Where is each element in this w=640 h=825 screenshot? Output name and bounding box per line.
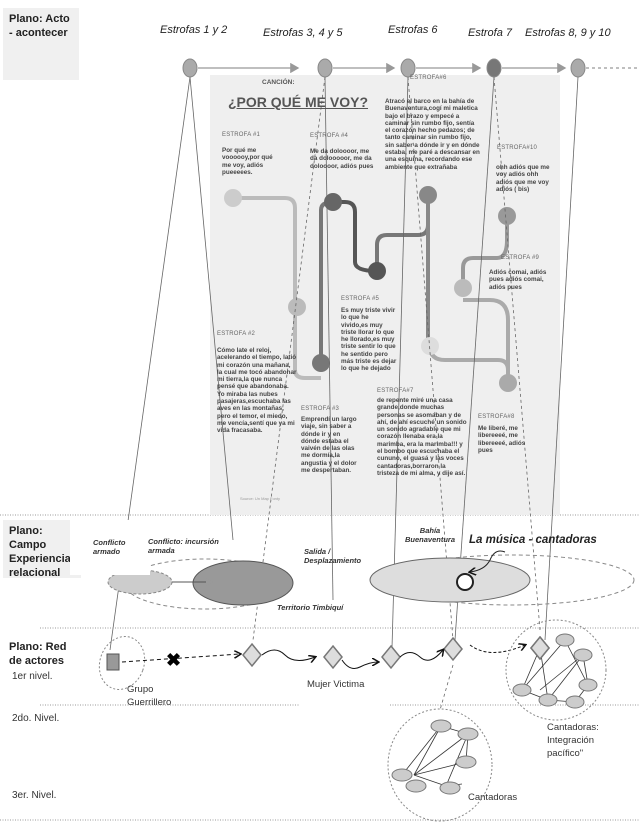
cantadoras-integracion-label: Cantadoras: Integración pacífico" — [547, 722, 599, 759]
song-label: CANCIÓN: — [262, 79, 295, 86]
stanza-text: Atracó el barco en la bahía de Buenavent… — [385, 98, 480, 171]
level-2-label: 2do. Nivel. — [12, 713, 60, 724]
stanza-text: ohh adiós que me voy adiós ohh adiós que… — [496, 164, 550, 193]
salida-label: Salida / Desplazamiento — [304, 547, 362, 565]
stage-label: Estrofas 1 y 2 — [160, 24, 228, 36]
plane-campo-label: Plano: Campo Experiencia relacional — [3, 520, 81, 578]
stage-label: Estrofas 6 — [388, 24, 438, 36]
stanza-label: ESTROFA#10 — [497, 145, 538, 151]
plane-separators — [0, 514, 640, 821]
stanza-text: Cómo late el reloj, acelerando el tiempo… — [217, 347, 297, 435]
stanza-label: ESTROFA #5 — [341, 296, 380, 302]
stanza-label: ESTROFA#6 — [410, 75, 447, 81]
grupo-guerrillero-label: Grupo Guerrillero — [127, 684, 172, 708]
stanza-text: de repente miré una casa grande,donde mu… — [377, 397, 467, 477]
stanza-label: ESTROFA#7 — [377, 388, 414, 394]
stage-label: Estrofas 8, 9 y 10 — [525, 27, 611, 39]
stanza-text: Adiós comai, adiós pues adiós comai, adi… — [489, 269, 547, 291]
stanza-text: Por qué me voooooy,por qué me voy, adiós… — [222, 147, 273, 176]
level-3-label: 3er. Nivel. — [12, 790, 57, 801]
stage-label: Estrofas 3, 4 y 5 — [263, 27, 343, 39]
stanza-text: Es muy triste vivir lo que he vivido,es … — [341, 307, 397, 373]
stanza-label: ESTROFA #2 — [217, 331, 256, 337]
stanza-label: ESTROFA #4 — [310, 133, 349, 139]
actor-network: ✖ — [98, 619, 607, 822]
stage-label: Estrofa 7 — [468, 27, 513, 39]
campo-ellipses — [107, 550, 635, 610]
plane-acto-label: Plano: Acto - acontecer — [3, 8, 79, 80]
level-1-label: 1er nivel. — [12, 671, 53, 682]
incursion-label: Conflicto: incursión armada — [148, 537, 219, 555]
stanza-text: Me liberé, me libereeeé, me libereeeé, a… — [478, 425, 526, 454]
stanza-text: Emprendí un largo viaje, sin saber a dón… — [301, 416, 357, 475]
stanza-label: ESTROFA #3 — [301, 406, 340, 412]
territorio-label: Territorio Timbiquí — [277, 603, 344, 612]
stanza-label: ESTROFA#8 — [478, 414, 515, 420]
conflicto-armado-label: Conflicto armado — [93, 538, 126, 556]
mujer-victima-label: Mujer Victima — [307, 679, 365, 690]
connector-lines — [109, 76, 579, 711]
stanza-label: ESTROFA #1 — [222, 132, 261, 138]
song-infographic-panel — [210, 75, 560, 515]
musica-label: La música - cantadoras — [469, 534, 597, 546]
stanza-text: Me da doloooor, me da dolooooor, me da d… — [310, 148, 374, 170]
campo-label-mask — [70, 520, 150, 575]
cantadoras-label: Cantadoras — [468, 792, 518, 803]
timeline-nodes — [182, 58, 586, 78]
song-title: ¿POR QUÉ ME VOY? — [228, 94, 369, 110]
stanza-nodes — [224, 186, 517, 392]
stanza-label: ESTROFA #9 — [501, 255, 540, 261]
plane-red-label: Plano: Red de actores — [3, 636, 81, 672]
svg-text:✖: ✖ — [166, 650, 181, 670]
bahia-label: Bahía Buenaventura — [404, 526, 455, 544]
song-source: Source: Un Map Fonty — [240, 496, 281, 501]
